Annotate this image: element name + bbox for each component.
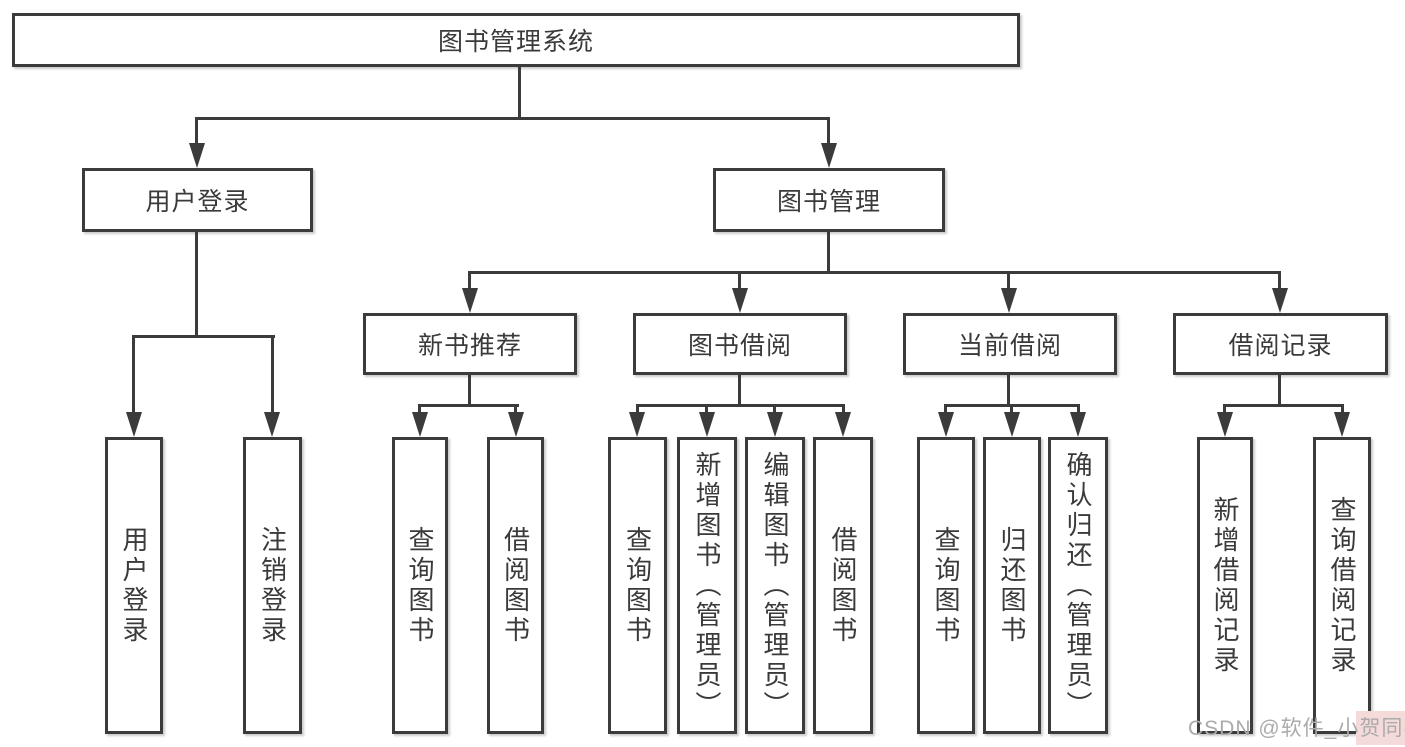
- leaf-borrow-query-book-label: 查询图书: [622, 525, 653, 646]
- connector-drop-s2c1: [636, 406, 639, 416]
- leaf-record-add-borrow-record-label: 新增借阅记录: [1210, 495, 1240, 676]
- connector-stem-section-4: [1278, 375, 1281, 407]
- node-current-borrow: 当前借阅: [903, 313, 1117, 375]
- leaf-record-add-borrow-record: 新增借阅记录: [1197, 437, 1253, 734]
- arrowhead-s3c2-icon: [1004, 412, 1020, 437]
- node-book-management-label: 图书管理: [776, 188, 881, 216]
- connector-rail-section-4: [1223, 404, 1344, 407]
- node-new-book-recommend-label: 新书推荐: [417, 332, 522, 360]
- connector-drop-s1c2: [514, 406, 517, 416]
- arrowhead-user-login-icon: [189, 143, 205, 168]
- node-borrow-record-label: 借阅记录: [1228, 332, 1333, 360]
- leaf-record-query-borrow-record: 查询借阅记录: [1313, 437, 1371, 734]
- leaf-recommend-query-book: 查询图书: [392, 437, 448, 734]
- connector-drop-user-child-2: [271, 337, 274, 417]
- leaf-user-login-label: 用户登录: [119, 525, 149, 646]
- node-book-management: 图书管理: [713, 168, 945, 232]
- watermark-accent-patch: [1356, 711, 1405, 745]
- node-borrow-record: 借阅记录: [1173, 313, 1388, 375]
- connector-drop-s2c4: [842, 406, 845, 416]
- node-user-login: 用户登录: [82, 168, 313, 232]
- arrowhead-s3c3-icon: [1070, 412, 1086, 437]
- connector-drop-section-4: [1278, 273, 1281, 293]
- arrowhead-s4c1-icon: [1217, 412, 1233, 437]
- arrowhead-s2c2-icon: [699, 412, 715, 437]
- connector-rail-section-2: [636, 404, 845, 407]
- connector-drop-section-2: [738, 273, 741, 293]
- connector-level3-rail: [468, 271, 1281, 274]
- node-current-borrow-label: 当前借阅: [957, 332, 1062, 360]
- leaf-borrow-edit-book-admin-label: 编辑图书（管理员）: [760, 450, 790, 721]
- leaf-current-confirm-return-admin-label: 确认归还（管理员）: [1063, 450, 1093, 721]
- leaf-borrow-edit-book-admin: 编辑图书（管理员）: [745, 437, 805, 734]
- leaf-current-query-book: 查询图书: [917, 437, 975, 734]
- arrowhead-s1c2-icon: [508, 412, 524, 437]
- arrowhead-s2c1-icon: [629, 412, 645, 437]
- connector-root-stem: [518, 66, 521, 120]
- connector-user-rail: [132, 335, 275, 338]
- connector-drop-s3c1: [944, 406, 947, 416]
- connector-stem-section-2: [738, 375, 741, 407]
- arrowhead-section-4-icon: [1272, 288, 1288, 313]
- watermark-text: CSDN @软件_小贺同学: [1188, 717, 1405, 740]
- leaf-current-query-book-label: 查询图书: [931, 525, 961, 646]
- leaf-recommend-borrow-book: 借阅图书: [487, 437, 544, 734]
- arrowhead-section-1-icon: [462, 288, 478, 313]
- leaf-logout: 注销登录: [243, 437, 302, 734]
- arrowhead-s3c1-icon: [938, 412, 954, 437]
- leaf-user-login: 用户登录: [105, 437, 163, 734]
- arrowhead-section-2-icon: [732, 288, 748, 313]
- connector-stem-section-1: [468, 375, 471, 407]
- connector-drop-s4c1: [1223, 406, 1226, 416]
- connector-drop-user: [195, 119, 198, 149]
- leaf-borrow-query-book: 查询图书: [608, 437, 667, 734]
- node-root: 图书管理系统: [12, 13, 1020, 67]
- connector-drop-s4c2: [1341, 406, 1344, 416]
- connector-user-stem: [195, 232, 198, 338]
- connector-drop-section-3: [1007, 273, 1010, 293]
- connector-rail-section-1: [418, 404, 519, 407]
- leaf-borrow-add-book-admin-label: 新增图书（管理员）: [692, 450, 722, 721]
- connector-drop-s2c3: [773, 406, 776, 416]
- connector-stem-section-3: [1007, 375, 1010, 407]
- connector-drop-s1c1: [418, 406, 421, 416]
- connector-drop-book: [827, 119, 830, 149]
- node-book-borrow: 图书借阅: [633, 313, 847, 375]
- connector-drop-s3c2: [1010, 406, 1013, 416]
- leaf-borrow-borrow-book: 借阅图书: [813, 437, 873, 734]
- arrowhead-book-management-icon: [821, 143, 837, 168]
- connector-drop-s3c3: [1077, 406, 1080, 416]
- leaf-current-confirm-return-admin: 确认归还（管理员）: [1048, 437, 1108, 734]
- arrowhead-s4c2-icon: [1334, 412, 1350, 437]
- connector-drop-s2c2: [705, 406, 708, 416]
- leaf-borrow-borrow-book-label: 借阅图书: [828, 525, 858, 646]
- arrowhead-user-child-1-icon: [126, 412, 142, 437]
- arrowhead-s1c1-icon: [412, 412, 428, 437]
- leaf-logout-label: 注销登录: [257, 525, 288, 646]
- leaf-current-return-book-label: 归还图书: [997, 525, 1027, 646]
- leaf-recommend-borrow-book-label: 借阅图书: [500, 525, 531, 646]
- leaf-borrow-add-book-admin: 新增图书（管理员）: [677, 437, 737, 734]
- connector-level1-rail: [195, 117, 830, 120]
- connector-rail-section-3: [944, 404, 1080, 407]
- node-root-label: 图书管理系统: [437, 28, 594, 56]
- leaf-record-query-borrow-record-label: 查询借阅记录: [1327, 495, 1357, 676]
- leaf-current-return-book: 归还图书: [983, 437, 1041, 734]
- node-new-book-recommend: 新书推荐: [363, 313, 577, 375]
- arrowhead-user-child-2-icon: [264, 412, 280, 437]
- connector-drop-user-child-1: [132, 337, 135, 417]
- arrowhead-section-3-icon: [1001, 288, 1017, 313]
- arrowhead-s2c3-icon: [767, 412, 783, 437]
- connector-drop-section-1: [468, 273, 471, 293]
- arrowhead-s2c4-icon: [835, 412, 851, 437]
- leaf-recommend-query-book-label: 查询图书: [405, 525, 435, 646]
- node-book-borrow-label: 图书借阅: [687, 332, 792, 360]
- connector-book-stem: [827, 232, 830, 274]
- node-user-login-label: 用户登录: [145, 188, 250, 216]
